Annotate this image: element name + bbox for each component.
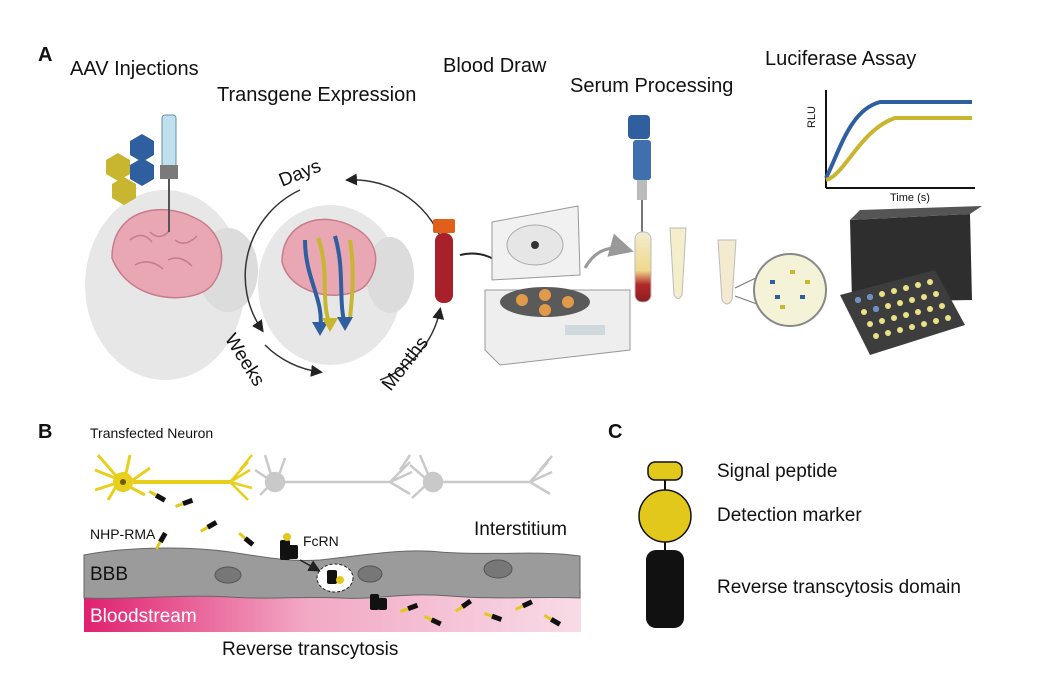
reverse-transcytosis-domain-shape xyxy=(646,550,684,628)
luciferase-chart xyxy=(824,90,975,189)
nhp-rma-molecules xyxy=(148,490,562,627)
panel-letter-b: B xyxy=(38,421,53,443)
detection-marker-label: Detection marker xyxy=(717,505,862,526)
plate-reader xyxy=(840,206,982,355)
serum-processing xyxy=(628,115,827,327)
bloodstream-label: Bloodstream xyxy=(90,606,197,627)
cell-nucleus xyxy=(357,565,383,583)
molecule-schematic xyxy=(638,461,692,628)
reverse-transcytosis-domain-label: Reverse transcytosis domain xyxy=(717,577,961,598)
nhp-rma-label: NHP-RMA xyxy=(90,526,156,542)
series-gold-line xyxy=(825,116,972,182)
cell-nucleus xyxy=(214,566,242,584)
bbb-label: BBB xyxy=(90,564,129,585)
monkey-head-injection xyxy=(85,114,258,380)
cell-nucleus xyxy=(483,559,513,579)
centrifuge xyxy=(484,205,634,366)
serum-processing-label: Serum Processing xyxy=(570,75,734,97)
fcrn-receptor xyxy=(280,533,298,560)
transfected-neuron xyxy=(94,454,253,501)
detection-marker-shape xyxy=(638,489,692,543)
panel-letter-a: A xyxy=(38,44,53,66)
receptor-bound xyxy=(370,594,387,610)
luciferase-assay-label: Luciferase Assay xyxy=(765,48,917,70)
signal-peptide-shape xyxy=(647,461,683,481)
series-blue-line xyxy=(824,100,972,179)
vesicle xyxy=(316,563,354,593)
transfected-neuron-label: Transfected Neuron xyxy=(90,425,214,441)
panel-letter-c: C xyxy=(608,421,623,443)
blood-draw-label: Blood Draw xyxy=(443,55,547,77)
reverse-transcytosis-label: Reverse transcytosis xyxy=(222,639,399,660)
transgene-expression-cycle xyxy=(244,173,446,381)
chart-ylabel: RLU xyxy=(806,105,818,128)
grey-neurons xyxy=(254,454,553,499)
fcrn-label: FcRN xyxy=(303,533,339,549)
interstitium-label: Interstitium xyxy=(474,519,567,540)
transgene-expression-label: Transgene Expression xyxy=(217,84,417,106)
chart-xlabel: Time (s) xyxy=(890,192,930,204)
aav-injections-label: AAV Injections xyxy=(70,58,199,80)
signal-peptide-label: Signal peptide xyxy=(717,461,838,482)
